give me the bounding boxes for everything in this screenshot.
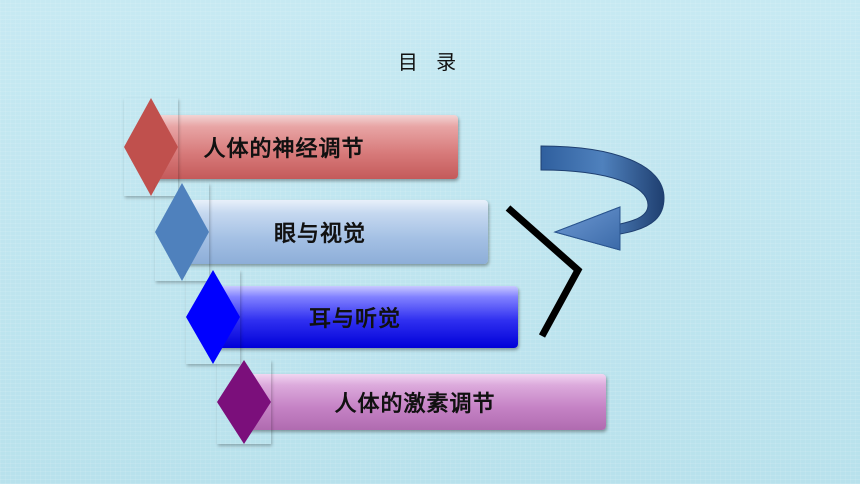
menu-item-ear-hearing[interactable]: 耳与听觉 bbox=[212, 286, 518, 348]
menu-item-eye-vision[interactable]: 眼与视觉 bbox=[182, 200, 488, 264]
red-diamond-icon bbox=[124, 98, 178, 196]
blue-diamond-icon bbox=[155, 183, 209, 281]
menu-item-hormone-regulation[interactable]: 人体的激素调节 bbox=[244, 374, 606, 430]
menu-item-label: 眼与视觉 bbox=[273, 222, 366, 247]
menu-item-label: 人体的激素调节 bbox=[334, 392, 496, 417]
menu-item-neural-regulation[interactable]: 人体的神经调节 bbox=[150, 115, 458, 179]
purple-diamond-icon bbox=[217, 360, 271, 444]
menu-item-label: 耳与听觉 bbox=[308, 307, 401, 332]
bright-blue-diamond-icon bbox=[186, 270, 240, 364]
menu-item-label: 人体的神经调节 bbox=[203, 137, 365, 162]
page-title: 目 录 bbox=[397, 50, 463, 74]
